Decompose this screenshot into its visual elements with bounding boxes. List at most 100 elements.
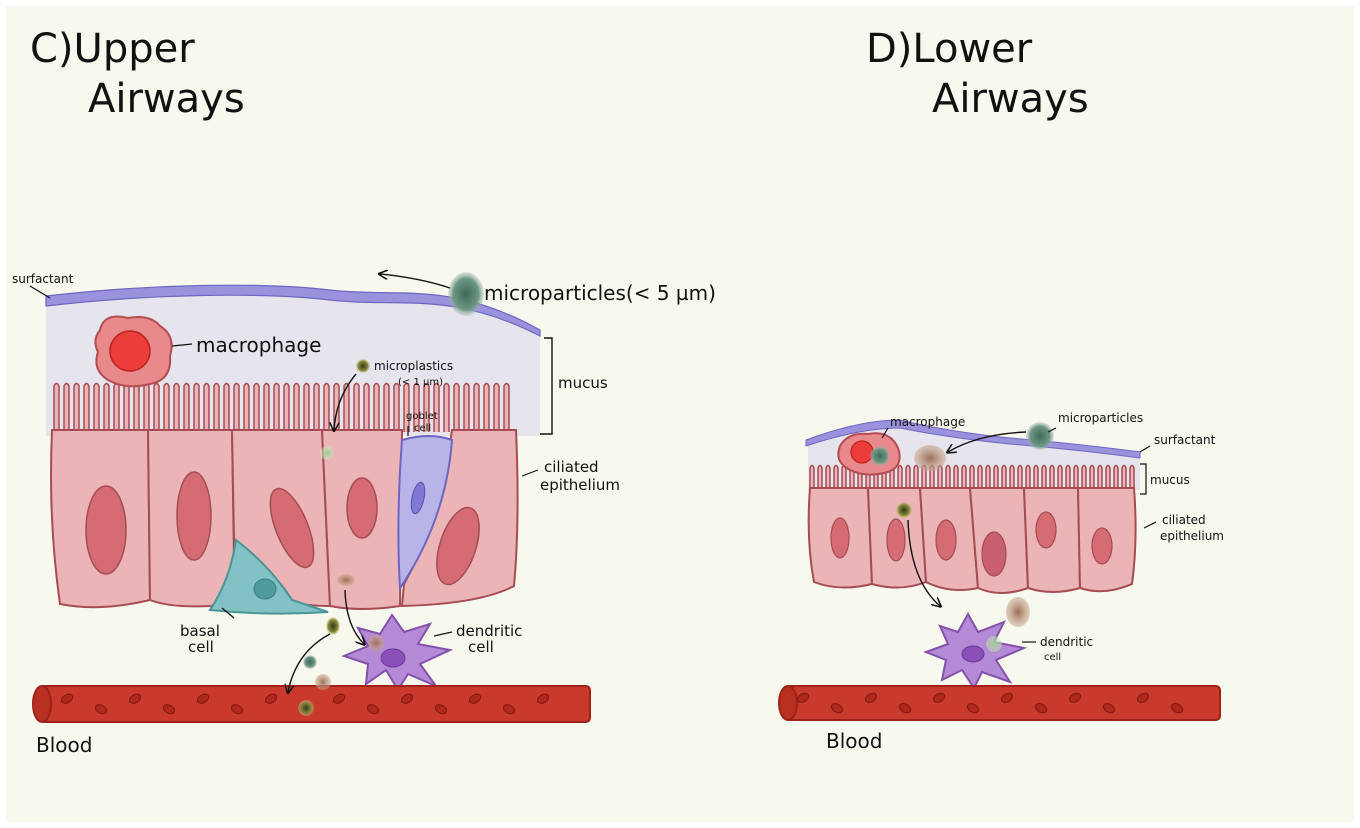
upper-label-dendritic-1: dendritic	[456, 622, 522, 640]
cilium	[143, 382, 150, 432]
upper-particle	[315, 674, 331, 690]
cilium	[1065, 464, 1071, 490]
cilium	[453, 382, 460, 432]
upper-leader-macrophage	[171, 343, 193, 347]
cilium	[1049, 464, 1055, 490]
cilium	[233, 382, 240, 432]
cilium	[393, 382, 400, 432]
cilium	[1129, 464, 1135, 490]
red-blood-cell	[830, 703, 844, 714]
cilium	[173, 382, 180, 432]
cilium	[841, 464, 847, 490]
upper-red-blood-cells	[60, 693, 550, 715]
red-blood-cell	[1102, 703, 1116, 714]
cilium	[1025, 464, 1031, 490]
red-blood-cell	[1170, 703, 1184, 714]
lower-label-blood: Blood	[826, 729, 882, 753]
cilium	[969, 464, 975, 490]
red-blood-cell	[434, 704, 448, 715]
upper-label-ciliated-2: epithelium	[540, 476, 620, 494]
upper-leader-dendritic	[433, 631, 453, 637]
lower-particle	[914, 445, 946, 471]
nucleus	[436, 506, 480, 586]
lower-label-dendritic-2: cell	[1044, 652, 1061, 663]
cilium	[123, 382, 130, 432]
upper-dendritic-nucleus	[380, 648, 406, 668]
cilium	[93, 382, 100, 432]
lower-label-dendritic-1: dendritic	[1040, 635, 1093, 649]
red-blood-cell	[536, 693, 550, 704]
cilium	[977, 464, 983, 490]
cilium	[363, 382, 370, 432]
red-blood-cell	[162, 704, 176, 715]
cilium	[1097, 464, 1103, 490]
upper-label-microplastics-size: (< 1 µm)	[398, 377, 443, 388]
upper-particle	[368, 635, 384, 651]
red-blood-cell	[196, 693, 210, 704]
upper-cilia	[53, 382, 510, 432]
cilium	[323, 382, 330, 432]
upper-microparticle	[448, 272, 484, 316]
red-blood-cell	[864, 692, 878, 703]
cilium	[403, 382, 410, 432]
cilium	[1105, 464, 1111, 490]
nucleus	[935, 519, 957, 561]
cilium	[163, 382, 170, 432]
cilium	[1121, 464, 1127, 490]
cilium	[443, 382, 450, 432]
cilium	[1033, 464, 1039, 490]
cilium	[193, 382, 200, 432]
red-blood-cell	[468, 693, 482, 704]
upper-arrow-microplastics	[334, 373, 357, 430]
upper-arrow-to-blood	[288, 633, 331, 692]
lower-label-mucus: mucus	[1150, 473, 1190, 487]
cilium	[1113, 464, 1119, 490]
cilium	[1089, 464, 1095, 490]
lower-dendritic-nucleus	[961, 645, 985, 663]
cilium	[993, 464, 999, 490]
nucleus	[85, 485, 127, 575]
red-blood-cell	[966, 703, 980, 714]
red-blood-cell	[94, 704, 108, 715]
lower-ciliated-epithelium	[807, 487, 1137, 594]
red-blood-cell	[230, 704, 244, 715]
upper-label-goblet-1: goblet	[406, 411, 438, 422]
upper-vessel-opening	[32, 685, 52, 723]
cilium	[985, 464, 991, 490]
upper-mucus-bracket	[540, 337, 553, 435]
red-blood-cell	[502, 704, 516, 715]
goblet-nucleus	[410, 481, 426, 515]
cilium	[153, 382, 160, 432]
upper-label-macrophage: macrophage	[196, 333, 321, 357]
nucleus	[981, 531, 1007, 577]
upper-airways-panel: C)Upper Airways	[12, 26, 716, 757]
lower-label-ciliated-2: epithelium	[1160, 529, 1224, 543]
upper-arrow-to-dendritic	[344, 589, 364, 644]
cilium	[897, 464, 903, 490]
cilium	[83, 382, 90, 432]
upper-label-microparticles: microparticles(< 5 µm)	[484, 281, 716, 305]
cilium	[825, 464, 831, 490]
cilium	[463, 382, 470, 432]
upper-particle	[337, 574, 355, 586]
cilium	[817, 464, 823, 490]
red-blood-cell	[1068, 692, 1082, 703]
cilium	[833, 464, 839, 490]
upper-label-mucus: mucus	[558, 374, 608, 392]
upper-ciliated-epithelium	[50, 429, 519, 610]
cilium	[961, 464, 967, 490]
basal-nucleus	[253, 578, 277, 600]
cilium	[1017, 464, 1023, 490]
cilium	[913, 464, 919, 490]
lower-particle	[1006, 597, 1030, 627]
upper-label-goblet-2: cell	[414, 423, 431, 434]
lower-leader-surfactant	[1139, 445, 1151, 453]
upper-leader-basal	[221, 607, 235, 619]
red-blood-cell	[1034, 703, 1048, 714]
lower-blood-vessel	[785, 685, 1221, 721]
cilium	[263, 382, 270, 432]
cilium	[103, 382, 110, 432]
lower-engulfed-particle	[870, 446, 890, 466]
cilium	[383, 382, 390, 432]
